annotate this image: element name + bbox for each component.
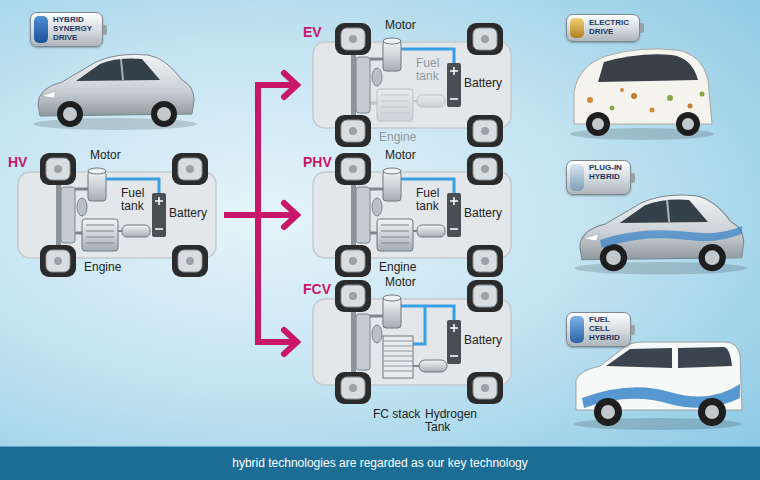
phv-layout-drawing [313, 153, 511, 277]
badge-emblem [570, 316, 584, 343]
badge-emblem [570, 164, 584, 191]
badge-emblem [34, 16, 48, 43]
part-label: Motor [385, 19, 416, 32]
flow-line [224, 215, 294, 342]
part-label: Motor [385, 149, 416, 162]
part-label: Fuel tank [121, 187, 153, 213]
badge-terminal [640, 23, 644, 33]
ev-car-photo [570, 49, 714, 140]
vehicle-layout: FCV MotorBattery FC stack Hydrogen Tank [301, 274, 519, 440]
part-label: Battery [464, 77, 502, 90]
flow-arrow [224, 215, 297, 354]
ev-layout-drawing [313, 23, 511, 147]
arrowhead [284, 73, 297, 97]
caption-band [0, 446, 760, 480]
part-label: Battery [169, 207, 207, 220]
part-label: Battery [464, 207, 502, 220]
part-label: Fuel tank [416, 57, 448, 83]
badge-text: FUEL CELL HYBRID [589, 315, 630, 342]
vehicle-layout: HV MotorFuel tankBatteryEngine [6, 147, 224, 281]
part-label: Engine [379, 261, 416, 274]
vehicle-type-heading: FCV [303, 281, 331, 298]
vehicle-type-heading: HV [8, 154, 27, 171]
vehicle-type-heading: PHV [303, 154, 332, 171]
badge-terminal [631, 173, 635, 183]
badge-terminal [631, 325, 635, 335]
phv-car-photo [575, 195, 747, 274]
technology-badge: ELECTRIC DRIVE [566, 14, 640, 42]
vehicle-layout: EV MotorFuel tankBatteryEngine [301, 17, 519, 151]
caption: hybrid technologies are regarded as our … [0, 455, 760, 471]
part-label: Battery [464, 334, 502, 347]
fcv-car-photo [574, 342, 742, 430]
part-label: Fuel tank [416, 187, 448, 213]
part-label: FC stack [373, 408, 420, 421]
vehicle-type-heading: EV [303, 24, 322, 41]
part-label: Motor [385, 276, 416, 289]
badge-text: HYBRID SYNERGY DRIVE [53, 15, 102, 42]
part-label: Motor [90, 149, 121, 162]
flow-arrow [224, 73, 297, 215]
badge-terminal [103, 25, 107, 35]
badge-text: ELECTRIC DRIVE [589, 18, 639, 36]
arrowhead [284, 203, 297, 227]
arrowhead [284, 330, 297, 354]
technology-badge: FUEL CELL HYBRID [566, 312, 631, 347]
part-label: Hydrogen Tank [425, 408, 483, 434]
part-label: Engine [379, 131, 416, 144]
part-label: Engine [84, 261, 121, 274]
hv-layout-drawing [18, 153, 216, 277]
badge-emblem [570, 18, 584, 38]
caption-band-edge [0, 446, 760, 447]
flow-line [224, 85, 294, 215]
technology-badge: HYBRID SYNERGY DRIVE [30, 12, 103, 47]
hybrid-car-photo [33, 54, 197, 130]
technology-badge: PLUG-IN HYBRID [566, 160, 631, 195]
vehicle-layout: PHV MotorFuel tankBatteryEngine [301, 147, 519, 281]
fcv-layout-drawing [313, 280, 511, 404]
badge-text: PLUG-IN HYBRID [589, 163, 630, 181]
